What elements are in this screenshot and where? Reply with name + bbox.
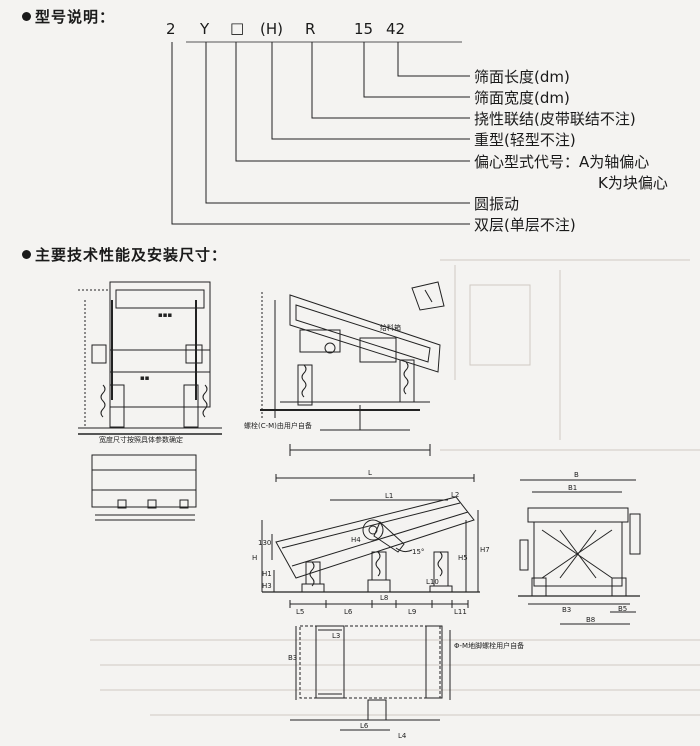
label-feed-box-1: ▪▪▪ (158, 311, 172, 319)
dim-B3-plan: B3 (288, 654, 297, 662)
code-char-5: R (305, 20, 316, 38)
code-char-7: 42 (386, 20, 406, 38)
dim-L4: L4 (398, 732, 407, 740)
dim-L5: L5 (296, 608, 304, 616)
dim-L3: L3 (332, 632, 340, 640)
label-motor: ▪▪ (140, 374, 150, 382)
drawing-end-base-plan (91, 454, 197, 521)
label-foot-note: 螺栓(C-M)由用户自备 (244, 421, 312, 430)
dim-L2: L2 (451, 491, 459, 499)
dim-L8: L8 (380, 594, 388, 602)
dim-B8: B8 (586, 616, 595, 624)
desc-length: 筛面长度(dm) (474, 68, 570, 86)
desc-circular: 圆振动 (474, 195, 520, 213)
drawing-end-view (78, 281, 222, 435)
code-char-4: (H) (260, 20, 283, 38)
drawing-front-view (518, 479, 641, 625)
dim-L6: L6 (344, 608, 353, 616)
dim-H1: H1 (262, 570, 272, 578)
dim-H4: H4 (351, 536, 361, 544)
model-code-leaders (171, 41, 470, 225)
desc-double: 双层(单层不注) (474, 216, 576, 234)
desc-width: 筛面宽度(dm) (474, 89, 570, 107)
label-feed-box-2: 给料箱 (380, 323, 401, 332)
dim-B3: B3 (562, 606, 571, 614)
dim-H3: H3 (262, 582, 272, 590)
dim-B1: B1 (568, 484, 577, 492)
dim-L11: L11 (454, 608, 467, 616)
desc-eccentric-a: 偏心型式代号：A为轴偏心 (474, 153, 650, 171)
dim-130: 130 (258, 539, 271, 547)
dim-H: H (252, 554, 257, 562)
drawing-foundation-plan (290, 625, 451, 731)
bullet-icon (22, 12, 31, 21)
section-spec-title: 主要技术性能及安装尺寸： (22, 244, 227, 265)
dim-L1: L1 (385, 492, 393, 500)
drawing-side-view (260, 292, 441, 456)
dim-B5: B5 (618, 605, 627, 613)
dim-B: B (574, 471, 579, 479)
label-front-note: 宽度尺寸按照具体参数确定 (99, 435, 183, 444)
drawing-main-elevation (261, 474, 480, 608)
code-char-6: 15 (354, 20, 374, 38)
dim-H5: H5 (458, 554, 468, 562)
code-char-3: □ (230, 19, 245, 37)
dim-L9: L9 (408, 608, 416, 616)
bullet-icon (22, 250, 31, 259)
dim-L: L (368, 469, 372, 477)
drawing-detail-bracket (411, 281, 445, 311)
code-char-2: Y (200, 20, 210, 38)
dim-L10: L10 (426, 578, 439, 586)
dim-H7: H7 (480, 546, 490, 554)
dim-L6-plan: L6 (360, 722, 369, 730)
desc-eccentric-k: K为块偏心 (598, 174, 668, 192)
print-bleed-lines (90, 259, 700, 716)
desc-flexible: 挠性联结(皮带联结不注) (474, 110, 636, 128)
code-char-1: 2 (166, 20, 176, 38)
desc-heavy: 重型(轻型不注) (474, 131, 576, 149)
section-model-title: 型号说明： (22, 6, 115, 27)
label-anchor-note: Φ-M地脚螺栓用户自备 (454, 641, 524, 650)
label-angle: 15° (412, 548, 424, 556)
